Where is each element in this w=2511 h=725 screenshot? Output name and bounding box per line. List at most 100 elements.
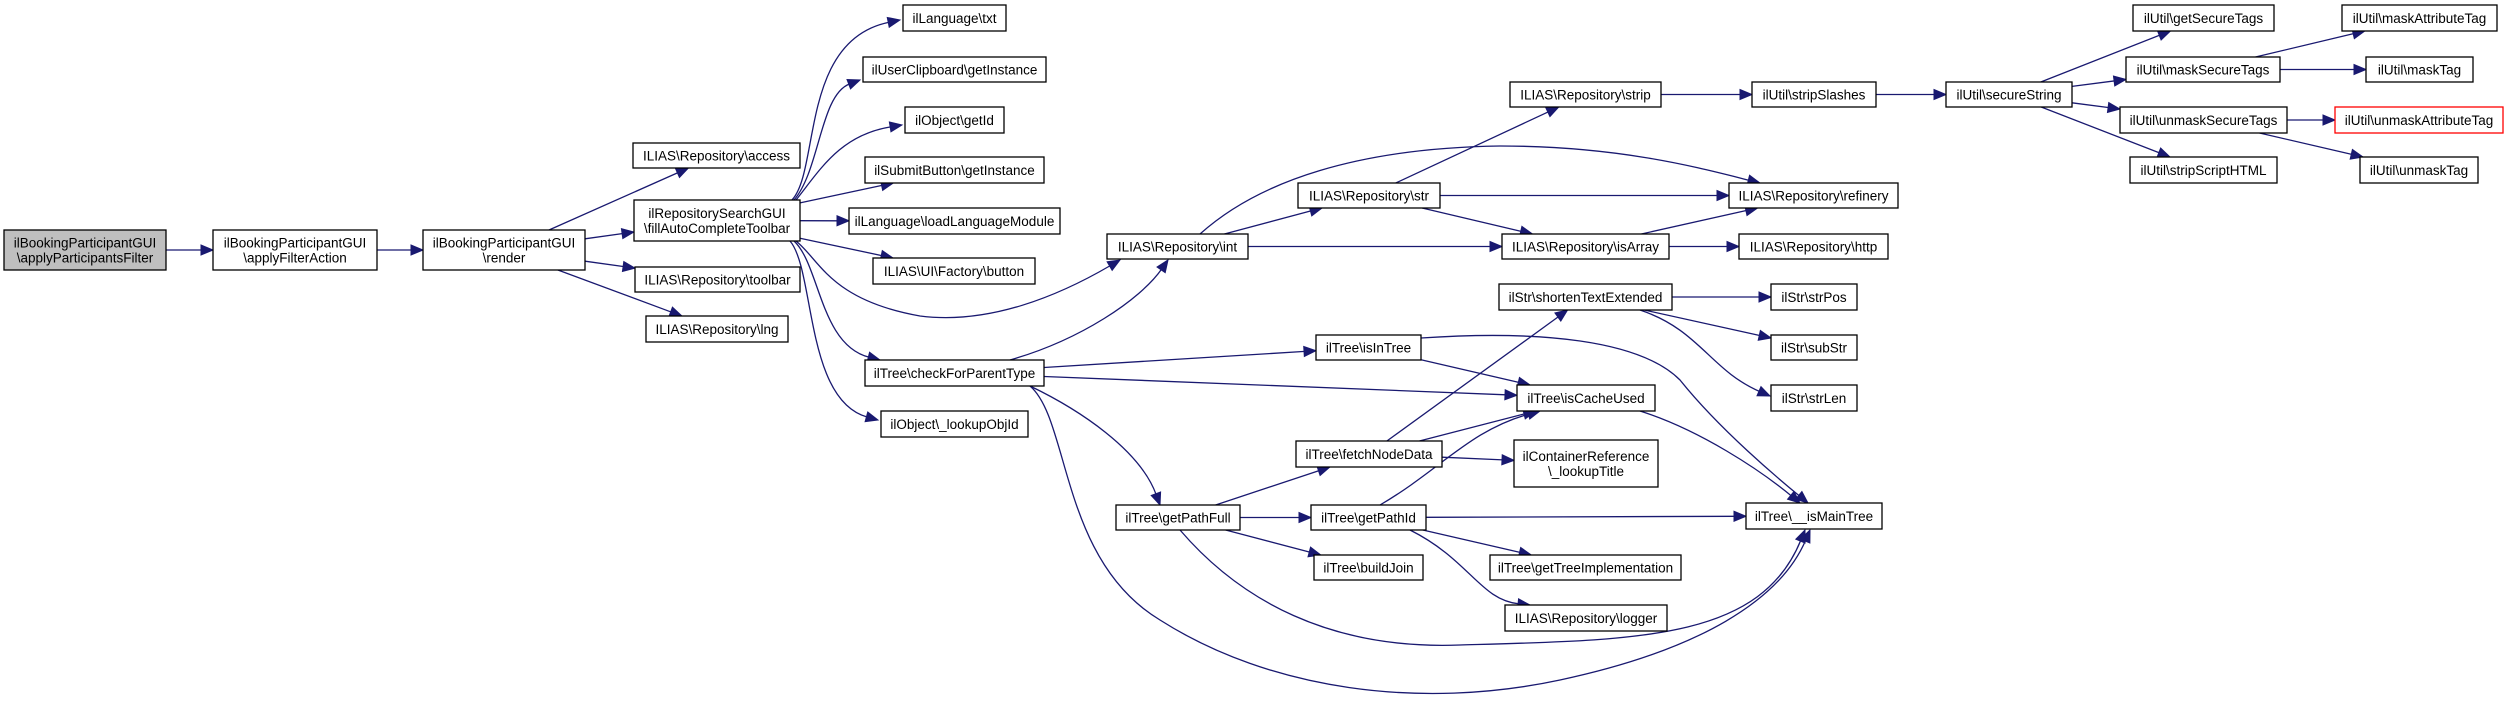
arrowhead-icon — [1716, 189, 1731, 202]
edge-n36-n34 — [1425, 510, 1748, 523]
edge-line — [557, 269, 672, 313]
function-node[interactable]: ILIAS\Repository\lng — [645, 315, 789, 343]
function-node[interactable]: ilTree\checkForParentType — [864, 359, 1045, 387]
function-node[interactable]: ilTree\isCacheUsed — [1516, 384, 1656, 412]
node-label: ILIAS\Repository\str — [1309, 189, 1430, 204]
edge-n13-n17 — [1248, 240, 1504, 253]
edge-n0-n1 — [166, 244, 215, 256]
arrowhead-icon — [1726, 240, 1741, 253]
edge-line — [1639, 309, 1761, 393]
function-node[interactable]: ilUserClipboard\getInstance — [862, 56, 1047, 83]
edge-line — [584, 232, 624, 240]
edge-line — [2040, 106, 2161, 154]
function-node[interactable]: ilObject\getId — [904, 106, 1005, 134]
edge-n33-n35 — [1215, 465, 1332, 506]
edge-n4-n10 — [799, 179, 895, 204]
node-box — [1315, 334, 1422, 361]
arrowhead-icon — [886, 16, 902, 29]
function-node[interactable]: ilObject\_lookupObjId — [880, 410, 1029, 438]
function-node[interactable]: ilUtil\stripScriptHTML — [2129, 156, 2278, 184]
function-node[interactable]: ILIAS\Repository\logger — [1504, 604, 1668, 632]
edge-n33-n34 — [1179, 528, 1806, 646]
edge-n22-n24 — [2071, 75, 2128, 88]
function-node[interactable]: ilTree\isInTree — [1315, 334, 1422, 361]
edge-n4-n7 — [791, 16, 902, 201]
function-node[interactable]: ilBookingParticipantGUI\render — [422, 229, 586, 271]
function-node[interactable]: ilTree\getPathFull — [1115, 504, 1241, 531]
edge-n20-n22 — [1876, 88, 1948, 101]
node-box — [1516, 384, 1656, 412]
function-node[interactable]: ilUtil\maskAttributeTag — [2341, 4, 2498, 32]
function-node[interactable]: ILIAS\Repository\strip — [1509, 81, 1662, 108]
function-node[interactable]: ILIAS\Repository\int — [1106, 233, 1249, 260]
function-node[interactable]: ilUtil\unmaskSecureTags — [2119, 106, 2288, 134]
function-node[interactable]: ilLanguage\loadLanguageModule — [848, 207, 1061, 235]
node-label: ilStr\strLen — [1782, 391, 1847, 406]
function-node[interactable]: ilTree\getTreeImplementation — [1489, 554, 1682, 581]
edge-n14-n13 — [1009, 258, 1169, 361]
node-label: ilTree\__isMainTree — [1755, 509, 1873, 524]
arrowhead-icon — [1758, 291, 1773, 303]
function-node[interactable]: ilContainerReference\_lookupTitle — [1513, 439, 1659, 488]
function-node[interactable]: ilStr\strPos — [1770, 283, 1858, 311]
function-node[interactable]: ilUtil\secureString — [1945, 81, 2073, 108]
function-node[interactable]: ilBookingParticipantGUI\applyFilterActio… — [212, 229, 378, 271]
function-node[interactable]: ILIAS\Repository\refinery — [1728, 182, 1899, 209]
arrowhead-icon — [1733, 510, 1748, 523]
edge-n1-n2 — [377, 244, 425, 256]
node-label: ilStr\strPos — [1781, 290, 1847, 305]
function-node[interactable]: ILIAS\Repository\access — [632, 142, 801, 169]
node-box — [634, 266, 801, 293]
edge-n17-n18 — [1641, 205, 1759, 235]
edge-line — [1421, 207, 1522, 233]
function-node[interactable]: ilUtil\unmaskAttributeTag — [2334, 106, 2504, 134]
function-node[interactable]: ilSubmitButton\getInstance — [864, 156, 1045, 184]
arrowhead-icon — [1106, 259, 1122, 272]
function-node[interactable]: ilLanguage\txt — [902, 4, 1007, 32]
edge-line — [789, 240, 868, 418]
function-node[interactable]: ILIAS\Repository\isArray — [1501, 233, 1670, 260]
function-node[interactable]: ilTree\getPathId — [1310, 504, 1427, 531]
arrowhead-icon — [1757, 329, 1773, 341]
root-function-node[interactable]: ilBookingParticipantGUI\applyParticipant… — [3, 229, 167, 271]
function-node[interactable]: ilStr\subStr — [1770, 334, 1858, 361]
edge-n35-n39 — [1441, 454, 1516, 466]
node-label: ilTree\getPathFull — [1125, 511, 1230, 526]
edge-line — [584, 260, 625, 268]
edge-n31-n32 — [1420, 359, 1532, 388]
node-box — [1313, 554, 1424, 581]
function-node[interactable]: ilRepositorySearchGUI\fillAutoCompleteTo… — [633, 199, 801, 242]
node-label: ILIAS\Repository\lng — [655, 322, 778, 337]
function-node[interactable]: ILIAS\Repository\toolbar — [634, 266, 801, 293]
arrowhead-icon — [2106, 101, 2122, 114]
function-node[interactable]: ilUtil\stripSlashes — [1751, 81, 1877, 108]
node-label: ilTree\checkForParentType — [874, 366, 1036, 381]
node-label: \applyFilterAction — [243, 251, 347, 266]
node-box — [645, 315, 789, 343]
function-node[interactable]: ilUtil\getSecureTags — [2132, 4, 2275, 32]
node-box — [2129, 156, 2278, 184]
arrowhead-icon — [1303, 345, 1318, 358]
function-node[interactable]: ILIAS\Repository\http — [1738, 233, 1889, 260]
function-node[interactable]: ilTree\fetchNodeData — [1295, 440, 1443, 468]
function-node[interactable]: ilUtil\maskTag — [2365, 56, 2474, 83]
function-node[interactable]: ilUtil\unmaskTag — [2359, 156, 2479, 184]
node-box — [848, 207, 1061, 235]
function-node[interactable]: ILIAS\Repository\str — [1297, 182, 1441, 209]
function-node[interactable]: ilTree\__isMainTree — [1745, 502, 1883, 530]
function-node[interactable]: ilTree\buildJoin — [1313, 554, 1424, 581]
edge-n13-n16 — [1224, 205, 1324, 235]
function-node[interactable]: ilUtil\maskSecureTags — [2125, 56, 2281, 83]
edge-line — [1199, 145, 1750, 235]
node-label: ILIAS\Repository\access — [643, 149, 790, 164]
arrowhead-icon — [2156, 30, 2172, 41]
function-node[interactable]: ilStr\shortenTextExtended — [1498, 283, 1673, 311]
function-node[interactable]: ilStr\strLen — [1770, 384, 1858, 412]
edge-line — [1043, 375, 1507, 396]
edge-line — [2071, 102, 2110, 109]
node-label: ILIAS\Repository\logger — [1515, 611, 1658, 626]
function-node[interactable]: ILIAS\UI\Factory\button — [872, 257, 1036, 285]
arrowhead-icon — [2156, 147, 2172, 158]
node-box — [2365, 56, 2474, 83]
